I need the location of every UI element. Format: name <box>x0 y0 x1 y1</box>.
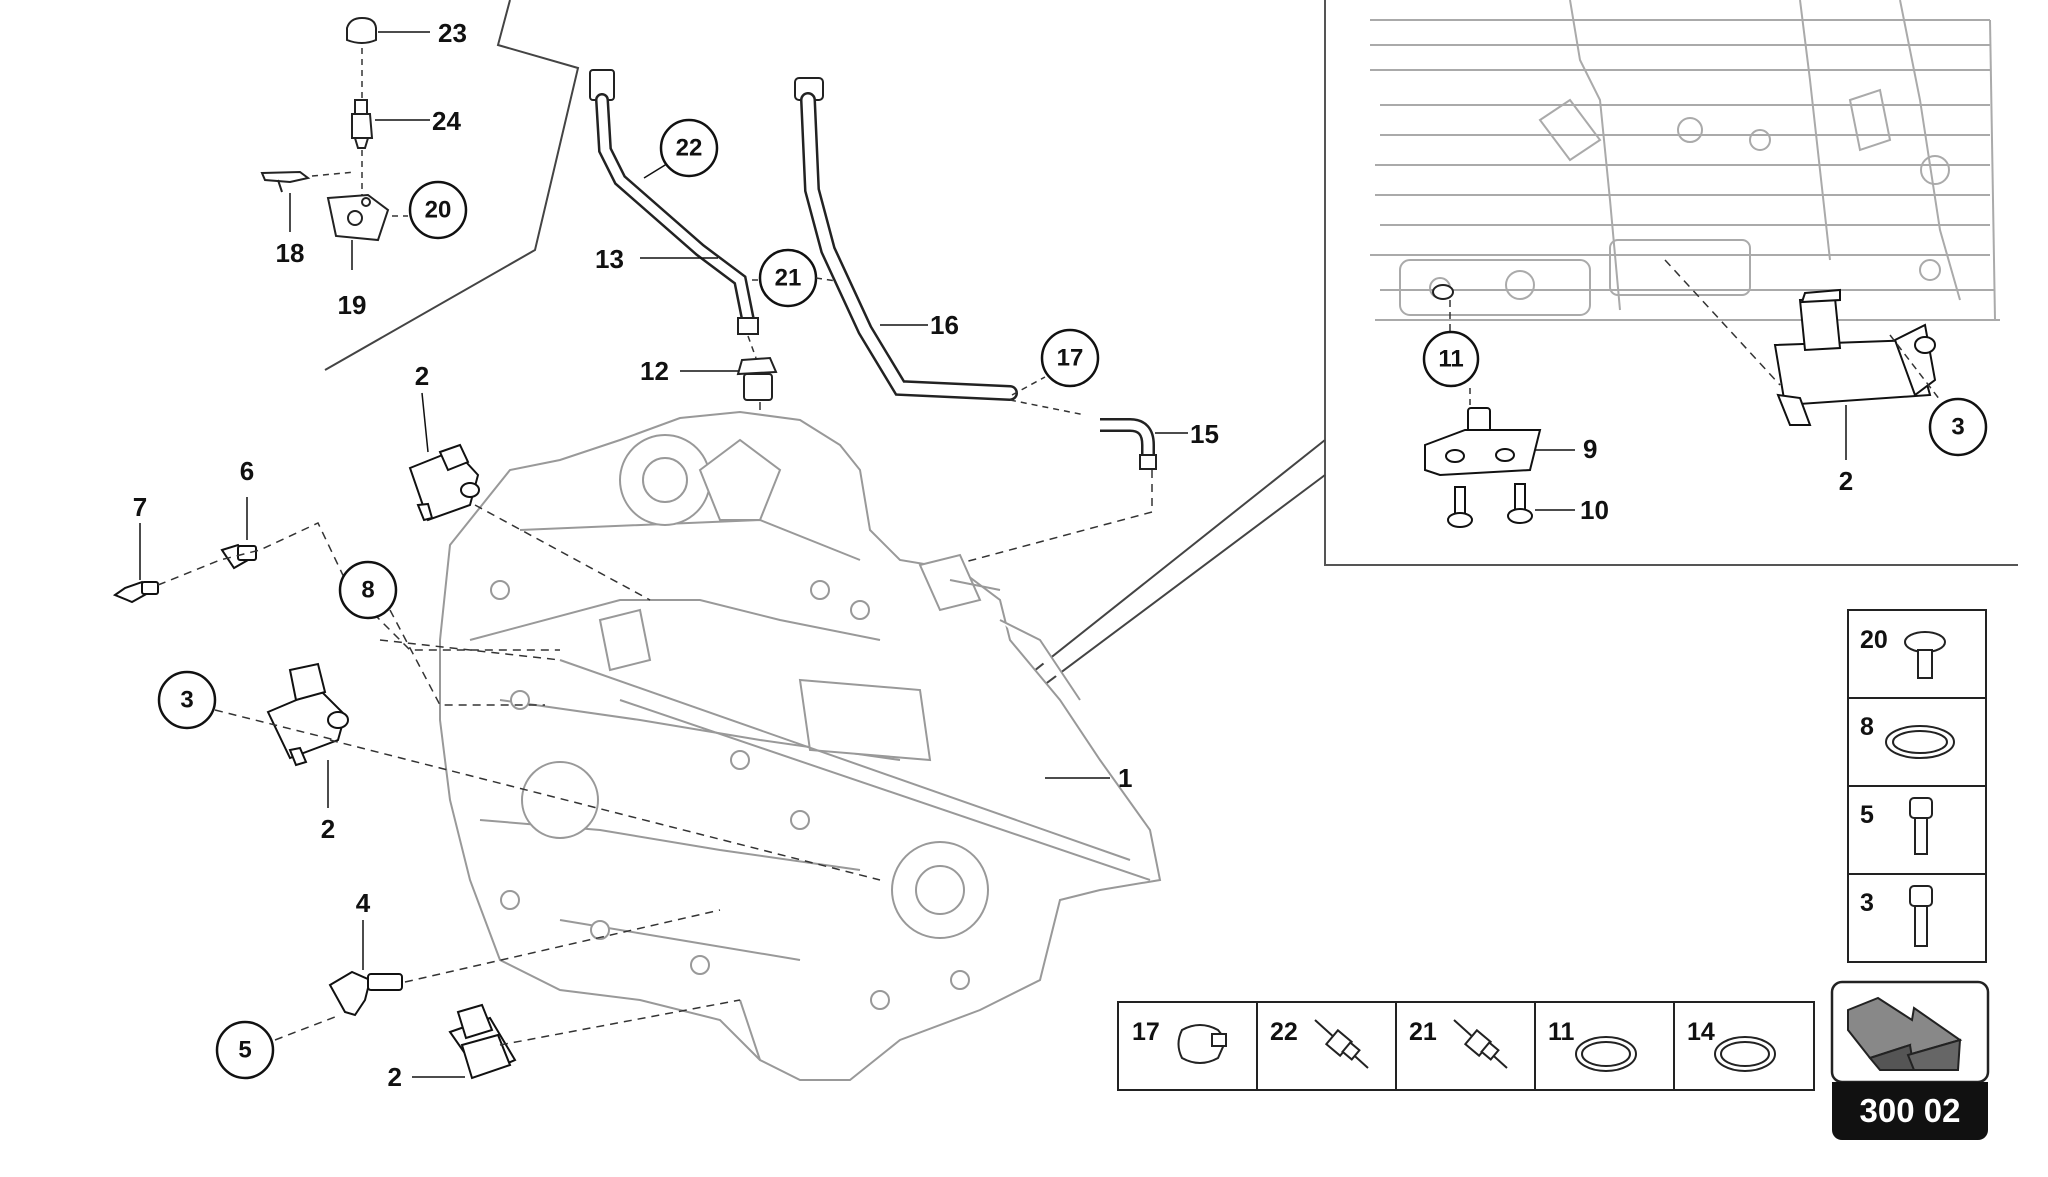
part-2-sensor-bottom <box>448 1003 517 1080</box>
legend-h-17: 17 <box>1132 1018 1160 1046</box>
label-16: 16 <box>930 310 959 340</box>
part-18-clip <box>260 170 311 193</box>
socket-screw-long-icon <box>1909 885 1933 947</box>
hose-clamp-icon <box>1177 1024 1228 1064</box>
part-2-sensor-middle <box>266 662 349 767</box>
legend-v-5: 5 <box>1860 801 1874 829</box>
legend-v-8: 8 <box>1860 713 1874 741</box>
o-ring-icon-2 <box>1714 1036 1776 1072</box>
label-13: 13 <box>595 244 624 274</box>
callout-5: 5 <box>238 1037 251 1064</box>
label-7: 7 <box>133 492 147 522</box>
legend-v-3: 3 <box>1860 889 1874 917</box>
part-6-switch <box>220 543 257 570</box>
label-10: 10 <box>1580 495 1609 525</box>
label-2c: 2 <box>388 1062 402 1092</box>
part-24-bleed-valve <box>351 99 374 149</box>
next-page-arrow-icon <box>1847 996 1963 1071</box>
callout-21: 21 <box>775 265 802 292</box>
callout-3b: 3 <box>1951 414 1964 441</box>
pipe-16 <box>794 77 1018 401</box>
o-ring-large-icon <box>1885 725 1955 759</box>
label-9: 9 <box>1583 434 1597 464</box>
part-7-sender <box>112 580 159 604</box>
next-page-nav[interactable]: 300 02 <box>1830 980 1990 1140</box>
page-code: 300 02 <box>1860 1092 1961 1129</box>
callout-8: 8 <box>361 577 374 604</box>
label-23: 23 <box>438 18 467 48</box>
legend-h-14: 14 <box>1687 1018 1715 1046</box>
label-1: 1 <box>1118 763 1132 793</box>
socket-screw-icon <box>1909 797 1933 855</box>
callout-20: 20 <box>425 197 452 224</box>
label-2b: 2 <box>321 814 335 844</box>
legend-table-horizontal: 17 22 21 11 14 <box>1117 1001 1815 1091</box>
part-9-bracket-plate <box>1424 407 1542 477</box>
legend-h-21: 21 <box>1409 1018 1437 1046</box>
legend-v-20: 20 <box>1860 626 1888 654</box>
callout-17: 17 <box>1057 345 1084 372</box>
callout-3a: 3 <box>180 687 193 714</box>
label-6: 6 <box>240 456 254 486</box>
part-15-hose-elbow <box>1100 418 1157 470</box>
o-ring-icon <box>1575 1036 1637 1072</box>
detail-inset: 11 9 10 3 2 <box>999 0 2018 719</box>
part-23-cap <box>346 16 377 44</box>
callout-11: 11 <box>1438 346 1463 373</box>
label-12: 12 <box>640 356 669 386</box>
label-19: 19 <box>338 290 367 320</box>
part-2-sensor-upper <box>408 443 480 522</box>
banjo-fitting-icon <box>1314 1019 1369 1069</box>
gearbox-housing <box>439 410 1162 1081</box>
top-left-inset: 23 24 18 20 19 <box>260 0 580 371</box>
label-24: 24 <box>432 106 461 136</box>
banjo-fitting-icon-2 <box>1453 1019 1508 1069</box>
label-15: 15 <box>1190 419 1219 449</box>
legend-table-vertical: 20 8 5 3 <box>1847 609 1987 963</box>
part-12-fitting <box>736 356 778 401</box>
part-4-speed-sensor <box>328 970 403 1017</box>
screw-flanged-icon <box>1904 631 1946 679</box>
pipe-13 <box>589 69 759 335</box>
label-18: 18 <box>276 238 305 268</box>
part-2-sensor-detail <box>1773 288 1937 426</box>
callout-22: 22 <box>676 135 703 162</box>
legend-h-22: 22 <box>1270 1018 1298 1046</box>
part-19-bracket <box>326 193 390 242</box>
gearbox-detail-sketch <box>1370 0 2000 321</box>
legend-h-11: 11 <box>1548 1018 1575 1046</box>
label-2d: 2 <box>1839 466 1853 496</box>
part-10-screws <box>1447 483 1533 528</box>
label-4: 4 <box>356 888 371 918</box>
label-2a: 2 <box>415 361 429 391</box>
